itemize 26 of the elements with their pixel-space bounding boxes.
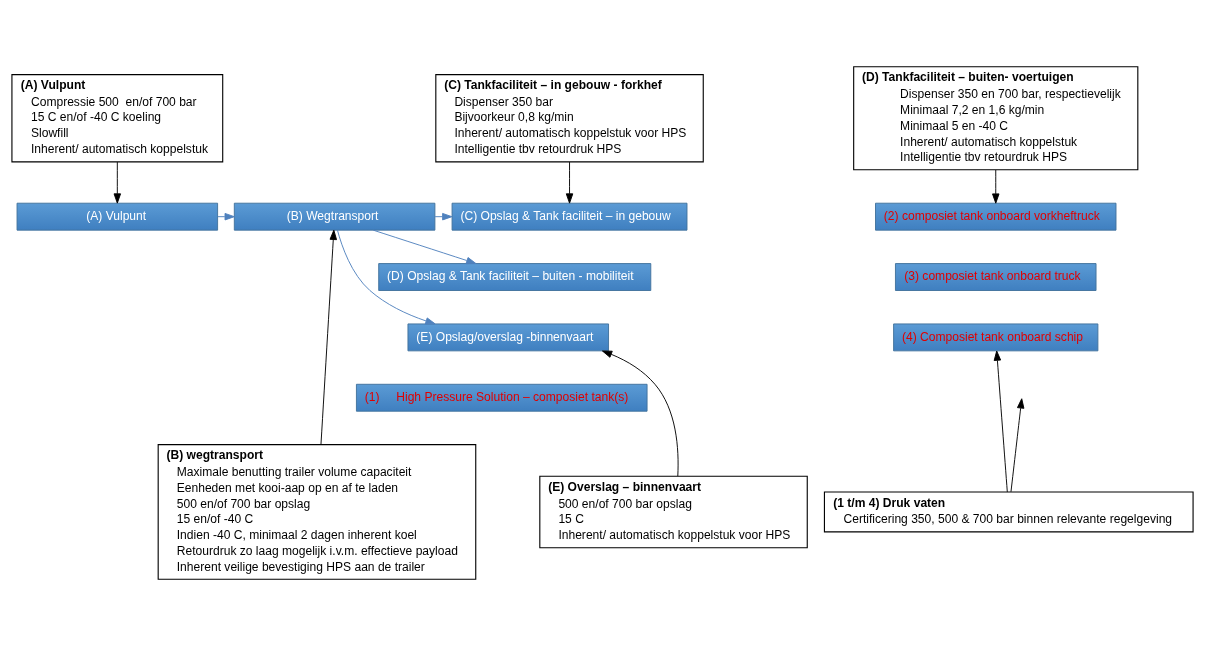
node-box: (B) wegtransport Maximale benutting trailer volume capaciteit Eenheden met kooi-aap op en af te laden 500 en/of 700 bar opslag 15 en/of -40 C Indien -40 C, minimaal 2 dagen inherent koel Retourdruk zo laag mogelijk i.v.m. effectieve payload Inherent veilige bevestiging HPS aan de trailer (157, 444, 477, 580)
node-box: (D) Tankfaciliteit – buiten- voertuigen Dispenser 350 en 700 bar, respectievelijk Minimaal 7,2 en 1,6 kg/min Minimaal 5 en -40 C Inherent/ automatisch koppelstuk Intelligentie tbv retourdruk HPS (853, 66, 1139, 171)
arrow (601, 350, 679, 477)
node-box: (D) Opslag & Tank faciliteit – buiten - mobiliteit (378, 263, 652, 291)
arrow (565, 161, 574, 204)
node-box: (E) Overslag – binnenvaart 500 en/of 700 bar opslag 15 C Inherent/ automatisch koppelstuk voor HPS (539, 475, 808, 549)
arrow (992, 169, 1000, 204)
node-box: (A) Vulpunt Compressie 500 en/of 700 bar 15 C en/of -40 C koeling Slowfill Inherent/ automatisch koppelstuk (11, 74, 224, 163)
arrow (113, 161, 122, 204)
arrow (434, 212, 453, 221)
arrow (217, 212, 235, 221)
node-box: (B) Wegtransport (233, 202, 436, 231)
node-box: (E) Opslag/overslag -binnenvaart (407, 323, 609, 352)
node-box: (C) Tankfaciliteit – in gebouw - forkhef Dispenser 350 bar Bijvoorkeur 0,8 kg/min Inherent/ automatisch koppelstuk voor HPS Intelligentie tbv retourdruk HPS (435, 74, 704, 163)
node-box: (A) Vulpunt (16, 202, 219, 231)
arrow (1010, 398, 1025, 493)
node-box: (1 t/m 4) Druk vaten Certificering 350, 500 & 700 bar binnen relevante regelgeving (823, 491, 1194, 533)
arrow (337, 229, 436, 325)
node-box: (2) composiet tank onboard vorkheftruck (875, 202, 1117, 231)
node-box: (4) Composiet tank onboard schip (893, 323, 1099, 352)
node-box: (1) High Pressure Solution – composiet tank(s) (355, 383, 648, 412)
node-box: (C) Opslag & Tank faciliteit – in gebouw (451, 202, 688, 231)
arrow (320, 229, 337, 445)
arrow (372, 229, 477, 265)
arrow (993, 350, 1008, 493)
node-box: (3) composiet tank onboard truck (895, 263, 1097, 291)
